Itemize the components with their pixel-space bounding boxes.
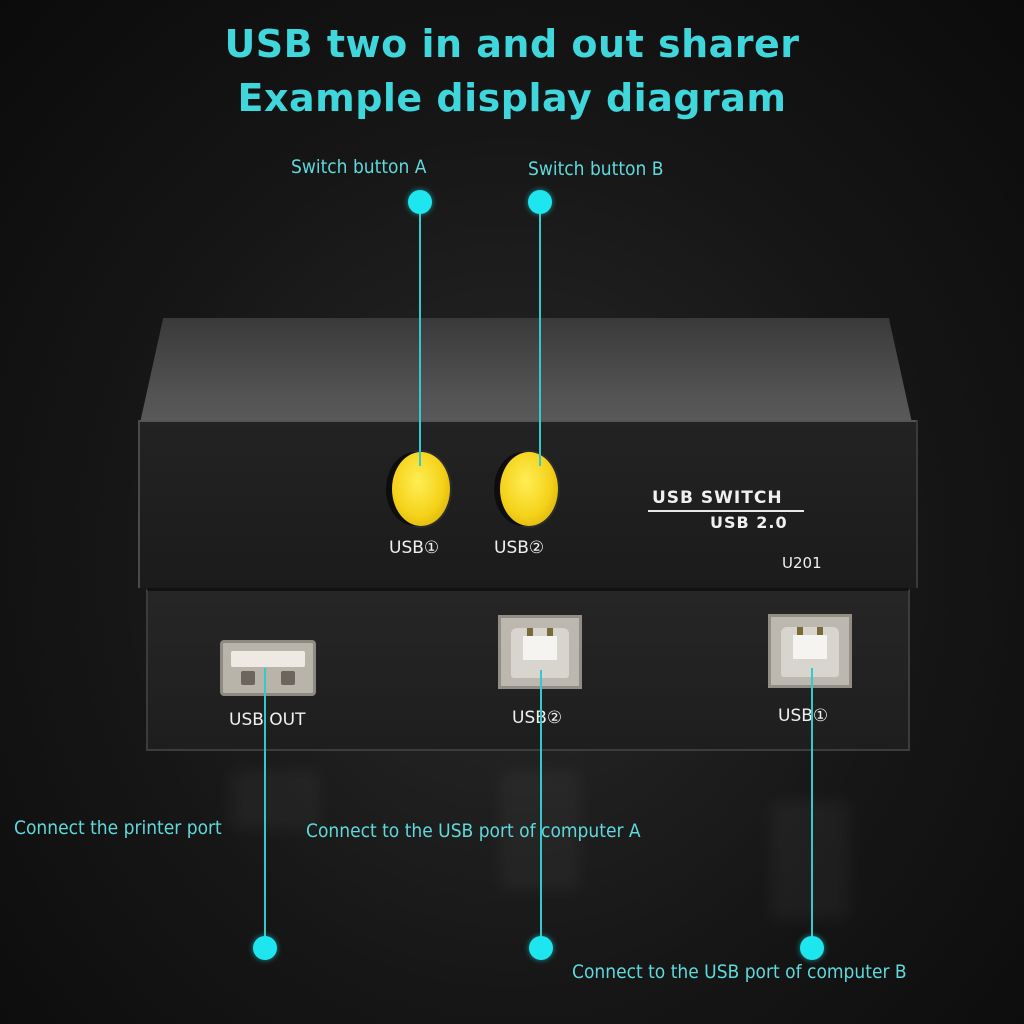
usb-out-label: USB OUT: [229, 710, 306, 730]
device-top-face: [140, 318, 912, 423]
callout-dot-computer-b-icon: [800, 936, 824, 960]
model-number: U201: [782, 554, 822, 572]
callout-dot-switch-b-icon: [528, 190, 552, 214]
usb-2-port-label: USB②: [512, 708, 563, 728]
usb-1-port-label: USB①: [778, 706, 829, 726]
leader-line-computer-b: [811, 668, 813, 948]
callout-dot-switch-a-icon: [408, 190, 432, 214]
callout-switch-button-b: Switch button B: [528, 158, 664, 180]
callout-switch-button-a: Switch button A: [291, 156, 427, 178]
button-b-label: USB②: [494, 538, 545, 558]
diagram-title-line2: Example display diagram: [237, 76, 787, 120]
diagram-title-line1: USB two in and out sharer: [224, 22, 800, 66]
switch-button-b[interactable]: [500, 452, 558, 526]
brand-divider: [648, 510, 804, 512]
brand-usb-switch: USB SWITCH: [652, 488, 783, 508]
floor-reflection: [230, 770, 320, 830]
callout-computer-b: Connect to the USB port of computer B: [572, 961, 907, 983]
usb-1-port[interactable]: [768, 614, 852, 688]
leader-line-switch-b: [539, 202, 541, 466]
callout-dot-printer-icon: [253, 936, 277, 960]
callout-computer-a: Connect to the USB port of computer A: [306, 820, 641, 842]
button-a-label: USB①: [389, 538, 440, 558]
switch-button-a[interactable]: [392, 452, 450, 526]
leader-line-printer: [264, 668, 266, 948]
callout-printer-port: Connect the printer port: [14, 817, 222, 839]
leader-line-switch-a: [419, 202, 421, 466]
floor-reflection: [770, 800, 850, 920]
leader-line-computer-a: [540, 670, 542, 948]
callout-dot-computer-a-icon: [529, 936, 553, 960]
brand-usb-version: USB 2.0: [710, 513, 788, 532]
usb-out-port[interactable]: [220, 640, 316, 696]
